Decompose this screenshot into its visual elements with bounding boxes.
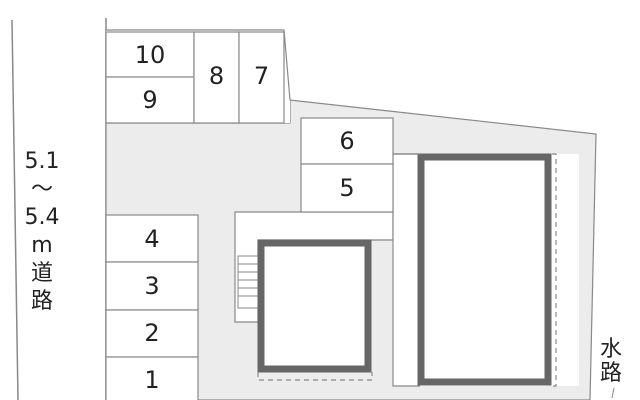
road-left-edge: [11, 19, 19, 400]
space-7-label: 7: [253, 62, 270, 90]
space-1-box: [105, 356, 199, 400]
road-width-min: 5.1: [24, 149, 60, 174]
building-small-eave: [257, 372, 373, 381]
road-width-tilde: 〜: [30, 177, 53, 202]
building-large: [417, 153, 552, 386]
space-6-box: [300, 117, 394, 165]
space-3-box: [105, 261, 199, 311]
space-4-box: [105, 214, 199, 263]
waterway-char-2: 路: [599, 361, 622, 386]
space-10-label: 10: [134, 41, 166, 69]
space-6-label: 6: [339, 127, 355, 155]
building-large-eave: [552, 153, 557, 387]
space-1-label: 1: [144, 366, 160, 394]
space-8-label: 8: [208, 62, 225, 90]
waterway-char-1: 水: [599, 337, 622, 362]
space-4-label: 4: [144, 225, 160, 253]
waterway-tick: [611, 387, 615, 399]
top-block-outline: [106, 29, 291, 101]
space-2-box: [105, 309, 199, 358]
road-name-char-1: 道: [30, 261, 53, 286]
space-5-box: [300, 163, 394, 213]
road-width-max: 5.4: [24, 205, 60, 230]
space-3-label: 3: [144, 272, 160, 300]
space-5-label: 5: [339, 174, 355, 202]
building-small: [257, 239, 372, 373]
parking-space-outlines: [105, 31, 394, 400]
space-2-label: 2: [144, 319, 160, 347]
stairs: [237, 255, 259, 309]
space-10-box: [105, 31, 195, 78]
space-9-label: 9: [142, 86, 158, 114]
road-name-char-2: 路: [30, 289, 53, 314]
waterway-label: 水 路: [596, 338, 626, 386]
road-label: 5.1 〜 5.4 m 道 路: [22, 148, 62, 316]
road-width-unit: m: [31, 233, 53, 258]
space-7-box: [238, 31, 285, 124]
